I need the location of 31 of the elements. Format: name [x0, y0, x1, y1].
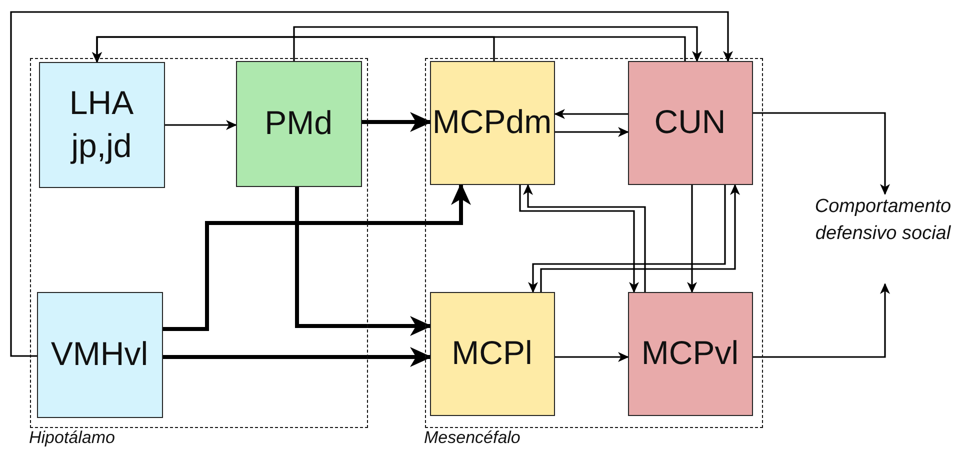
arrow: [362, 112, 432, 132]
nucleus-label: LHA jp,jd: [68, 82, 135, 166]
nucleus-box: [36, 292, 162, 418]
nucleus-label: VMHvl: [50, 334, 148, 374]
nucleus-box: [430, 292, 554, 416]
region-heading: Hipotálamo: [29, 428, 115, 448]
arrow: [687, 185, 697, 293]
nucleus-label: MCPdm: [432, 102, 552, 142]
arrow: [163, 347, 432, 367]
nucleus-box: [628, 60, 752, 184]
nucleus-label: CUN: [654, 102, 726, 142]
nucleus-box: [628, 292, 752, 416]
arrow: [92, 36, 495, 63]
nucleus-box: [38, 62, 164, 188]
arrow: [163, 183, 471, 331]
arrow: [753, 112, 890, 195]
region-heading: Mesencéfalo: [424, 428, 520, 448]
nucleus-label: PMd: [264, 103, 332, 144]
nucleus-box: [236, 60, 362, 186]
nucleus-label: MCPl: [452, 333, 532, 374]
arrow: [293, 26, 702, 62]
nucleus-box: [430, 60, 554, 184]
arrow: [753, 283, 890, 358]
arrow: [165, 120, 237, 130]
nucleus-label: MCPvl: [641, 333, 739, 374]
arrow: [554, 109, 628, 119]
arrow: [555, 352, 629, 362]
arrow: [10, 11, 733, 357]
arrow: [555, 127, 629, 137]
outcome-label: Comportamento defensivo social: [800, 194, 966, 284]
arrow: [295, 187, 432, 336]
